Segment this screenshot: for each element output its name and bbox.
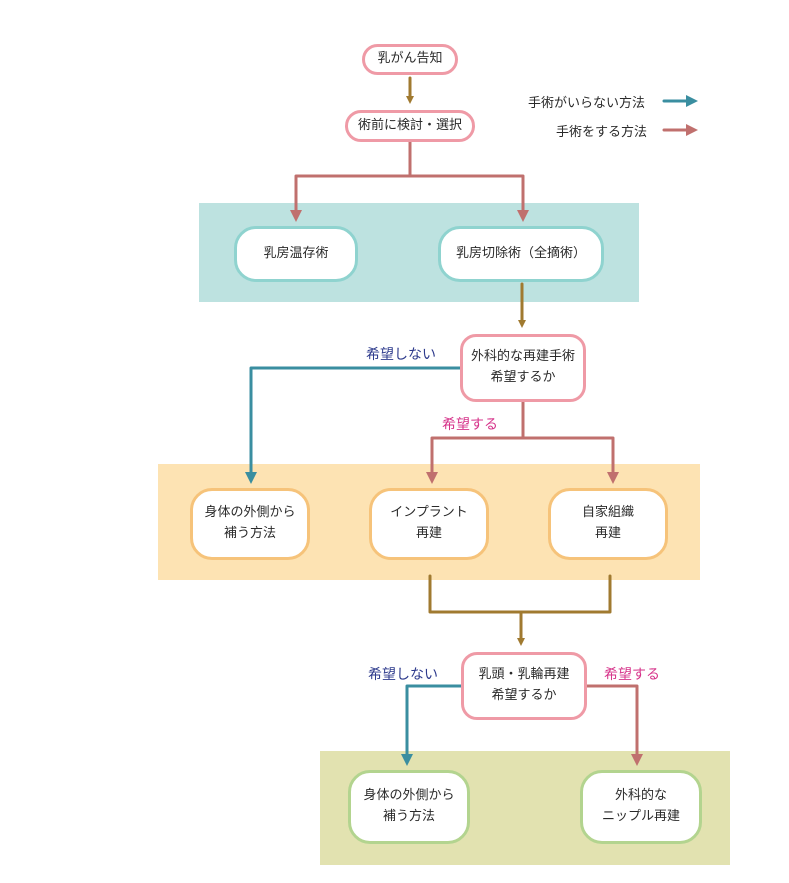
connector-implant-merge	[428, 574, 612, 614]
label-yes-nipple: 希望する	[604, 667, 660, 683]
label-yes-reconstruct: 希望する	[442, 417, 498, 433]
label-no-reconstruct: 希望しない	[366, 347, 436, 363]
node-diagnosis: 乳がん告知	[362, 44, 458, 75]
label-no-nipple: 希望しない	[368, 667, 438, 683]
node-external-1: 身体の外側から 補う方法	[190, 488, 310, 560]
arrow-consider-conserve	[290, 140, 412, 222]
node-nipple-question: 乳頭・乳輪再建 希望するか	[461, 652, 587, 720]
node-autologous: 自家組織 再建	[548, 488, 668, 560]
node-external-2: 身体の外側から 補う方法	[348, 770, 470, 844]
node-reconstruct-question: 外科的な再建手術 希望するか	[460, 334, 586, 402]
legend-no-surgery: 手術がいらない方法	[528, 96, 646, 111]
node-nipple-surgery: 外科的な ニップル再建	[580, 770, 702, 844]
legend-surgery: 手術をする方法	[556, 125, 648, 140]
arrow-reconstruct-external	[245, 366, 462, 484]
arrow-consider-mastectomy	[408, 174, 529, 222]
node-mastectomy: 乳房切除術（全摘術）	[438, 226, 604, 282]
node-conserve: 乳房温存術	[234, 226, 358, 282]
arrow-nipple-surgery	[585, 684, 643, 766]
arrow-reconstruct-implant	[426, 400, 525, 484]
arrow-reconstruct-autologous	[521, 436, 619, 484]
node-implant: インプラント 再建	[369, 488, 489, 560]
node-consider: 術前に検討・選択	[345, 110, 475, 142]
arrow-nipple-external	[401, 684, 463, 766]
